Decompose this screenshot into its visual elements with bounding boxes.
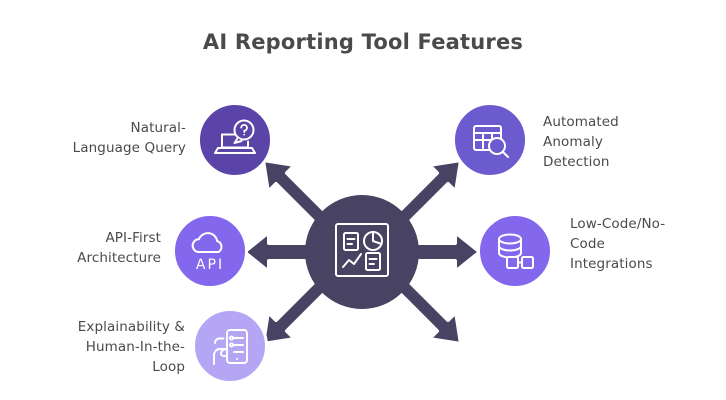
feature-node-natural-language-query[interactable] [197, 102, 273, 178]
feature-label-natural-language-query: Natural- Language Query [14, 118, 186, 158]
feature-label-low-code-no-code-integrations: Low-Code/No- Code Integrations [570, 214, 720, 274]
table-magnifier-icon [466, 116, 514, 164]
feature-label-explainability-human-in-the-loop: Explainability & Human-In-the- Loop [10, 317, 185, 377]
hand-phone-workflow-icon [205, 321, 255, 371]
label-line: Automated [543, 114, 619, 130]
label-line: Human-In-the- [85, 339, 185, 355]
label-line: Natural- [130, 120, 186, 136]
laptop-question-bubble-icon [211, 116, 259, 164]
label-line: Language Query [72, 140, 186, 156]
feature-node-api-first-architecture[interactable]: API [172, 213, 248, 289]
svg-text:API: API [196, 257, 224, 273]
feature-label-api-first-architecture: API-First Architecture [14, 228, 161, 268]
label-line: Explainability & [77, 319, 185, 335]
feature-node-low-code-no-code-integrations[interactable] [477, 213, 553, 289]
feature-node-explainability-human-in-the-loop[interactable] [192, 308, 268, 384]
label-line: Detection [543, 154, 610, 170]
database-nodes-icon [490, 226, 540, 276]
label-line: Loop [152, 359, 185, 375]
page-title: AI Reporting Tool Features [202, 30, 524, 54]
label-line: Code [570, 236, 605, 252]
feature-label-automated-anomaly-detection: Automated Anomaly Detection [543, 112, 718, 172]
dashboard-analytics-icon [331, 219, 393, 285]
cloud-api-icon: API [184, 225, 236, 277]
label-line: Anomaly [543, 134, 603, 150]
label-line: Integrations [570, 256, 653, 272]
label-line: Architecture [77, 250, 161, 266]
label-line: Low-Code/No- [570, 216, 666, 232]
feature-node-automated-anomaly-detection[interactable] [452, 102, 528, 178]
central-hub[interactable] [305, 195, 419, 309]
label-line: API-First [105, 230, 161, 246]
